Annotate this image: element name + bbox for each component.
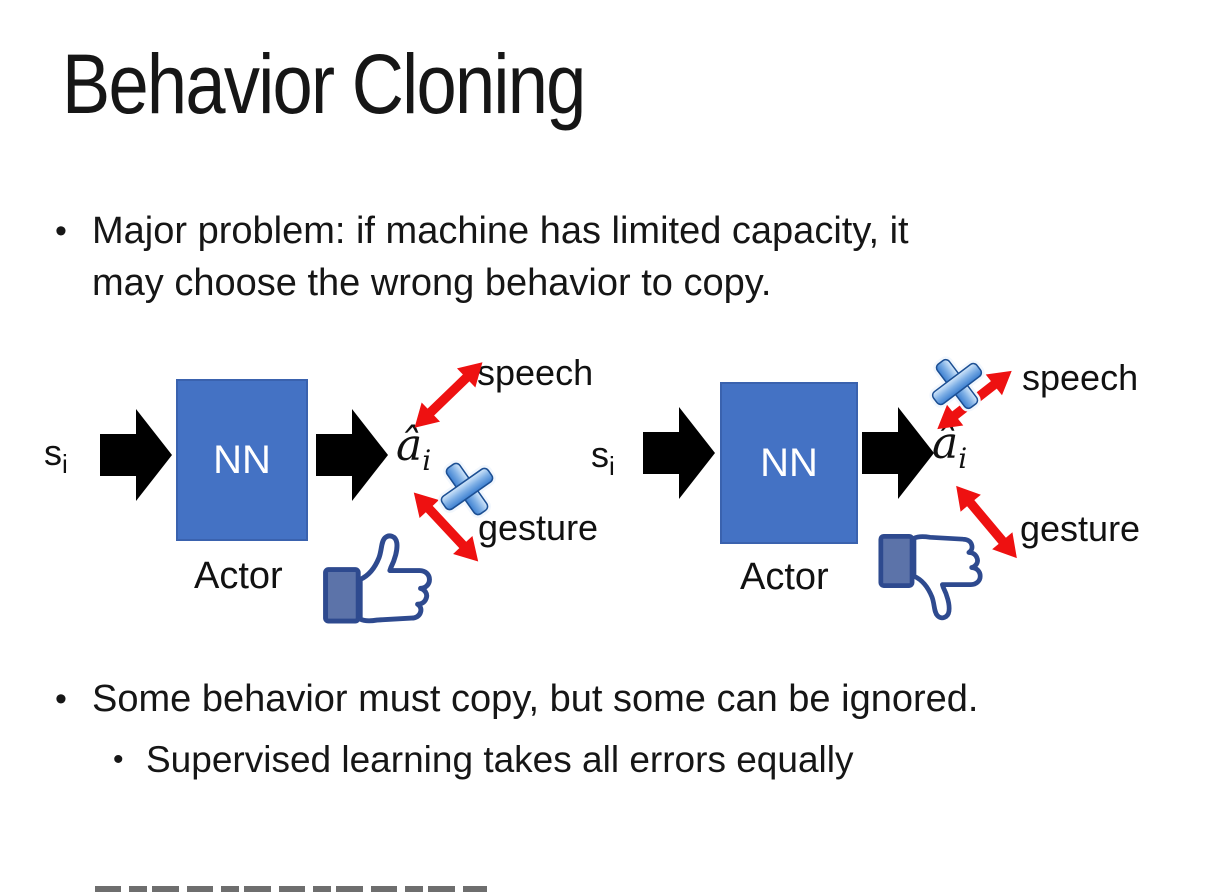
bullet-secondary-text: Some behavior must copy, but some can be… xyxy=(92,678,979,720)
bullet-main-line2: may choose the wrong behavior to copy. xyxy=(92,262,772,304)
input-arrow-icon xyxy=(643,407,715,499)
page-title: Behavior Cloning xyxy=(62,37,586,131)
thumbs-up-icon xyxy=(323,533,432,624)
bullet-icon: • xyxy=(55,212,67,250)
bullet-icon: • xyxy=(113,743,124,776)
output-arrow-icon xyxy=(862,407,934,499)
bullet-main-line1: Major problem: if machine has limited ca… xyxy=(92,210,909,252)
bullet-icon: • xyxy=(55,680,67,718)
cross-icon xyxy=(929,356,985,412)
actor-label: Actor xyxy=(194,555,283,597)
input-arrow-icon xyxy=(100,409,172,501)
nn-box: NN xyxy=(720,382,858,544)
input-state-label: si xyxy=(591,434,615,482)
gesture-arrow-icon xyxy=(413,492,479,562)
output-arrow-icon xyxy=(316,409,388,501)
gesture-label: gesture xyxy=(478,507,599,548)
bullet-sub-text: Supervised learning takes all errors equ… xyxy=(146,739,854,780)
speech-label: speech xyxy=(477,352,594,393)
speech-label: speech xyxy=(1022,357,1139,398)
speech-arrow-icon xyxy=(414,362,483,428)
cropped-text-remnant xyxy=(95,886,487,892)
nn-label: NN xyxy=(760,440,818,485)
bullet-sub: • Supervised learning takes all errors e… xyxy=(113,735,1163,785)
thumbs-down-icon xyxy=(878,532,984,624)
nn-box: NN xyxy=(176,379,308,541)
gesture-arrow-icon xyxy=(956,485,1017,559)
cross-icon xyxy=(438,460,496,518)
bullet-secondary: • Some behavior must copy, but some can … xyxy=(55,673,1175,725)
gesture-label: gesture xyxy=(1020,508,1141,549)
nn-label: NN xyxy=(213,437,271,482)
bullet-main-text: Major problem: if machine has limited ca… xyxy=(92,205,909,309)
actor-label: Actor xyxy=(740,556,829,598)
input-state-label: si xyxy=(44,432,68,480)
predicted-action-label: âi xyxy=(396,420,432,477)
bullet-main: • Major problem: if machine has limited … xyxy=(55,205,1135,309)
